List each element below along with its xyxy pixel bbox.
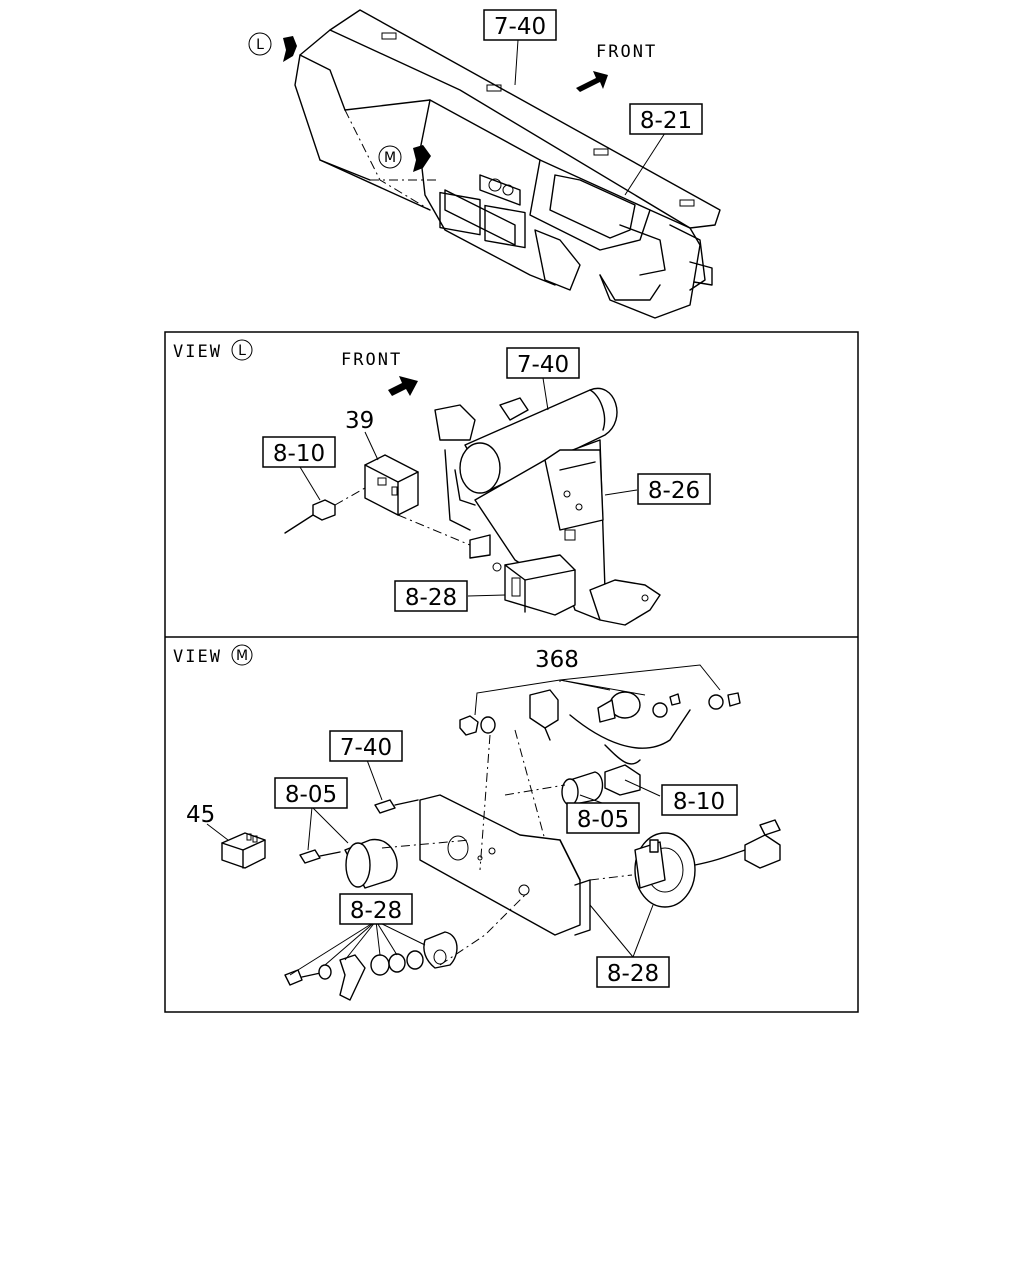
view-l-callout-8-26: 8-26 [637, 473, 711, 505]
view-marker-l: L [248, 32, 297, 62]
view-m-callout-8-05-left: 8-05 [274, 777, 348, 809]
overview-front-label: FRONT [596, 42, 657, 62]
svg-text:7-40: 7-40 [494, 14, 546, 40]
svg-text:VIEW: VIEW [173, 647, 222, 667]
overview-callout-7-40: 7-40 [483, 9, 557, 41]
svg-text:8-05: 8-05 [285, 782, 337, 808]
view-m-callout-8-05-right: 8-05 [566, 802, 640, 834]
svg-text:8-10: 8-10 [273, 441, 325, 467]
view-l-callout-8-28: 8-28 [394, 580, 468, 612]
view-m-callout-8-10: 8-10 [661, 784, 738, 816]
front-arrow-icon [576, 71, 608, 92]
view-frame [164, 331, 859, 1013]
view-l-callout-7-40: 7-40 [506, 347, 580, 379]
view-m-callout-8-28-left: 8-28 [339, 893, 413, 925]
view-marker-m: M [378, 145, 431, 172]
svg-text:7-40: 7-40 [517, 352, 569, 378]
svg-text:8-28: 8-28 [607, 961, 659, 987]
view-l-assembly [284, 377, 661, 626]
view-m-item-368: 368 [535, 647, 579, 673]
svg-text:8-26: 8-26 [648, 478, 700, 504]
svg-text:8-05: 8-05 [577, 807, 629, 833]
view-m-callout-7-40: 7-40 [329, 730, 403, 762]
view-m-item-45: 45 [186, 802, 215, 828]
svg-text:VIEW: VIEW [173, 342, 222, 362]
view-m-heading: VIEW M [173, 644, 253, 667]
view-l-callout-8-10: 8-10 [262, 436, 336, 468]
view-m-assembly [206, 664, 781, 1001]
dashboard-overview [294, 9, 721, 319]
svg-text:L: L [256, 37, 264, 53]
view-arrow-icon [283, 36, 297, 62]
view-arrow-icon [413, 145, 431, 172]
svg-text:M: M [384, 150, 396, 166]
svg-text:7-40: 7-40 [340, 735, 392, 761]
view-l-item-39: 39 [345, 408, 374, 434]
view-m-callout-8-28-right: 8-28 [596, 956, 670, 988]
svg-text:8-21: 8-21 [640, 108, 692, 134]
front-arrow-icon [388, 376, 418, 396]
svg-text:8-28: 8-28 [405, 585, 457, 611]
view-l-front-label: FRONT [341, 350, 402, 370]
svg-text:8-10: 8-10 [673, 789, 725, 815]
overview-callout-8-21: 8-21 [629, 103, 703, 135]
svg-text:8-28: 8-28 [350, 898, 402, 924]
svg-text:M: M [236, 648, 248, 664]
svg-text:L: L [238, 343, 246, 359]
view-l-heading: VIEW L [173, 339, 253, 362]
